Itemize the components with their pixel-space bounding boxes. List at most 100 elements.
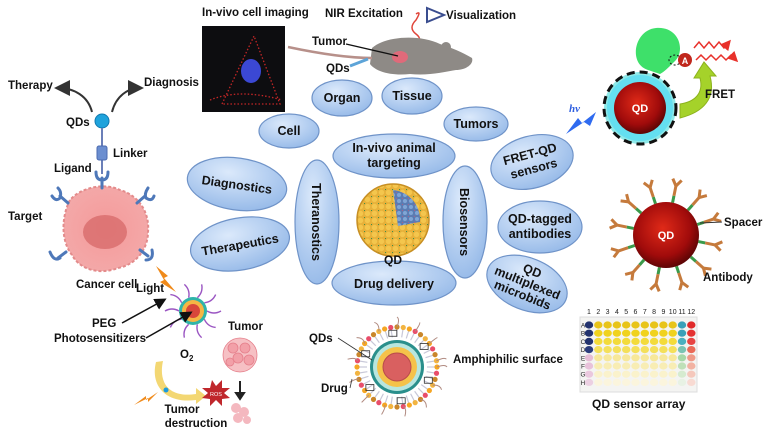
array-well (631, 370, 640, 378)
antibody-arm (630, 272, 635, 281)
array-well (677, 370, 687, 378)
lipid-head (376, 400, 382, 406)
microbids-label-line1: QD (521, 261, 544, 281)
antibody-label: Antibody (703, 272, 753, 284)
lipid-head (426, 387, 432, 394)
array-column-label: 2 (596, 309, 600, 316)
therapy-label: Therapy (8, 80, 53, 92)
peg-chain (196, 284, 203, 299)
drug-molecule-icon (419, 343, 429, 350)
array-well (594, 370, 603, 378)
array-well (584, 370, 594, 378)
array-well (649, 321, 659, 329)
array-well (622, 321, 631, 329)
array-well (677, 362, 687, 370)
yellow-curved-arrow (154, 361, 206, 404)
tagged-label-line2: antibodies (509, 227, 572, 241)
destruction-label-line1: Tumor (165, 404, 200, 416)
peg-label: PEG (92, 318, 116, 330)
array-well (649, 346, 659, 354)
array-well (640, 370, 649, 378)
visualization-triangle-icon (426, 6, 447, 24)
array-well (631, 321, 640, 329)
antibody-stem (694, 260, 705, 270)
surface-chain (396, 316, 399, 328)
ellipse-biosensors: Biosensors (442, 165, 488, 279)
nucleus-icon (241, 59, 261, 83)
array-column-label: 4 (615, 309, 619, 316)
mouse-icon (370, 37, 473, 75)
array-well (594, 337, 603, 345)
spacer-icon (635, 207, 643, 215)
ellipse-tissue-label: Tissue (392, 89, 431, 103)
drug-molecule-icon (365, 384, 375, 391)
antibody-stem (627, 200, 638, 210)
photosensitizer-core (186, 304, 200, 318)
drug-qd-core (382, 352, 412, 382)
qds-label: QDs (66, 117, 90, 129)
surface-chain (429, 337, 438, 344)
array-well (622, 354, 631, 362)
array-column-label: 10 (669, 309, 677, 316)
array-well (612, 354, 622, 362)
array-column-label: 12 (687, 309, 695, 316)
array-well (603, 329, 612, 337)
array-well (631, 329, 640, 337)
lightning-blue-icon (566, 112, 596, 134)
hv-label: hν (569, 103, 580, 115)
array-well (622, 362, 631, 370)
array-well (631, 362, 640, 370)
array-column-label: 9 (661, 309, 665, 316)
array-column-label: 7 (643, 309, 647, 316)
array-well (631, 346, 640, 354)
ellipse-cell: Cell (258, 113, 320, 149)
ros-label: ROS (210, 392, 222, 398)
antibody-panel: QD Spacer Antibody (609, 178, 763, 292)
array-well (649, 370, 659, 378)
antibody-arm (703, 266, 712, 271)
central-qd-nanoparticle: QD (356, 183, 430, 267)
cancer-cell-label: Cancer cell (76, 279, 137, 291)
array-well (649, 337, 659, 345)
array-well (677, 321, 687, 329)
array-row-label: H (581, 380, 586, 387)
array-well (668, 378, 677, 386)
surface-chain (356, 337, 366, 344)
ellipse-organ: Organ (311, 79, 373, 117)
amphiphilic-surface-label: Amphiphilic surface (453, 354, 563, 366)
antibody-qd-core (633, 202, 699, 268)
diagnosis-arrow (111, 80, 144, 113)
antibody-arm (654, 283, 661, 292)
lightning-orange-icon (156, 266, 176, 292)
array-column-label: 8 (652, 309, 656, 316)
array-well (649, 354, 659, 362)
ellipse-in-vivo-targeting: In-vivo animal targeting (332, 133, 456, 179)
qds-injection-label: QDs (326, 63, 350, 75)
peg-chain (196, 324, 203, 339)
peg-chain (183, 323, 190, 338)
array-well (687, 378, 696, 386)
array-row-label: G (580, 372, 585, 379)
fret-qd-label: QD (632, 103, 649, 115)
array-well (612, 346, 622, 354)
array-well (603, 337, 612, 345)
lipid-head (354, 364, 360, 370)
amphiphilic-shell (347, 316, 448, 417)
cell-imaging-panel: In-vivo cell imaging (202, 7, 309, 112)
photodynamic-therapy-panel: Light PEG Photosensitizers O2 Tumor ROS … (54, 266, 263, 430)
surface-chain (436, 357, 447, 362)
antibody-arm (620, 199, 629, 204)
array-well (659, 362, 668, 370)
array-well (659, 354, 668, 362)
array-well (603, 378, 612, 386)
ellipse-theranostics-label: Theranostics (309, 183, 323, 261)
surface-chain (414, 322, 421, 332)
lipid-head (433, 370, 440, 376)
array-column-label: 5 (624, 309, 628, 316)
lipid-head (432, 376, 438, 382)
antibody-arm (680, 281, 690, 289)
array-well (612, 378, 622, 386)
array-column-label: 3 (606, 309, 610, 316)
peg-chain (203, 318, 216, 329)
